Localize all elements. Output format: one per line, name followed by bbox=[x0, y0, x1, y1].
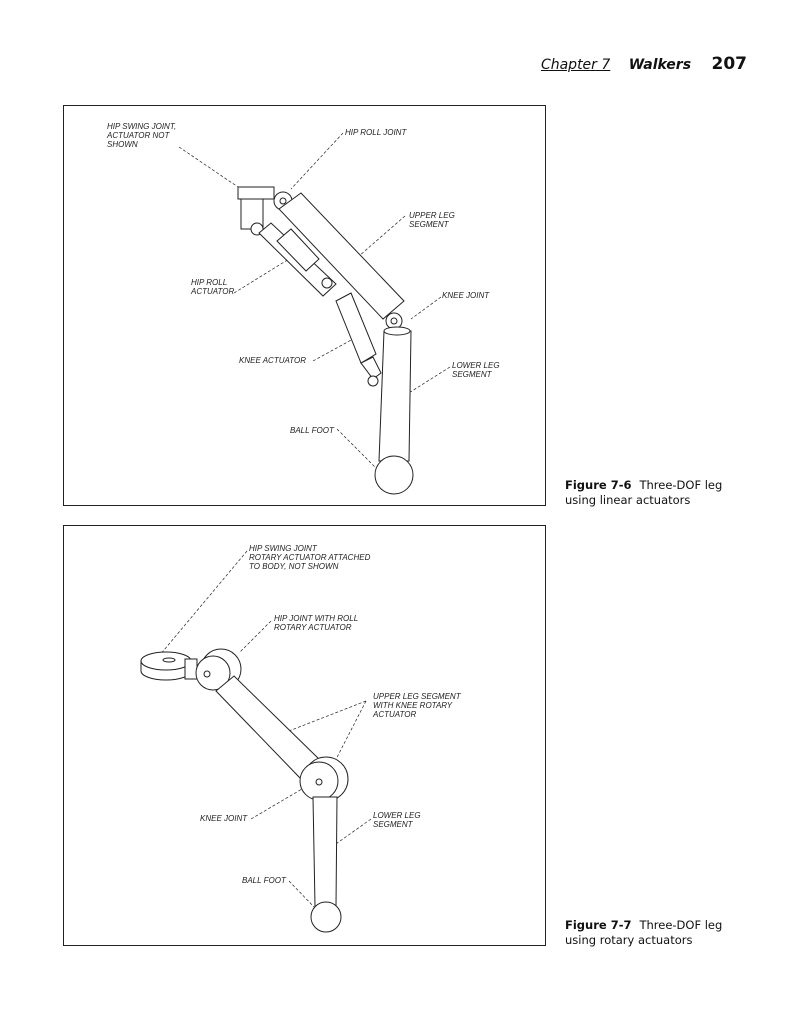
label-lower-leg-segment: LOWER LEG SEGMENT bbox=[373, 811, 421, 829]
label-hip-swing-joint: HIP SWING JOINT, ACTUATOR NOT SHOWN bbox=[107, 122, 177, 149]
label-upper-leg-segment: UPPER LEG SEGMENT bbox=[409, 211, 455, 229]
label-knee-joint: KNEE JOINT bbox=[200, 814, 248, 823]
label-hip-joint-with-roll: HIP JOINT WITH ROLL ROTARY ACTUATOR bbox=[274, 614, 359, 632]
linear-actuator-leg-illustration bbox=[178, 132, 451, 495]
label-hip-swing-joint: HIP SWING JOINT ROTARY ACTUATOR ATTACHED… bbox=[249, 544, 371, 571]
chapter-label: Chapter 7 bbox=[540, 57, 611, 73]
label-lower-leg-segment: LOWER LEG SEGMENT bbox=[452, 361, 500, 379]
label-ball-foot: BALL FOOT bbox=[290, 426, 334, 435]
label-upper-leg-segment: UPPER LEG SEGMENT WITH KNEE ROTARY ACTUA… bbox=[373, 692, 461, 719]
figure-7-6-drawing: HIP SWING JOINT, ACTUATOR NOT SHOWN HIP … bbox=[63, 105, 546, 506]
figure-number: Figure 7-6 bbox=[565, 478, 632, 492]
running-header: Chapter 7 Walkers 207 bbox=[541, 54, 747, 74]
section-label: Walkers bbox=[628, 57, 692, 73]
rotary-actuator-leg-illustration bbox=[140, 550, 372, 933]
label-knee-joint: KNEE JOINT bbox=[442, 291, 490, 300]
caption-text: Three-DOF leg using linear actuators bbox=[565, 478, 723, 507]
label-hip-roll-actuator: HIP ROLL ACTUATOR bbox=[191, 278, 235, 296]
caption-text: Three-DOF leg using rotary actuators bbox=[565, 918, 723, 947]
page-number: 207 bbox=[711, 54, 748, 74]
figure-number: Figure 7-7 bbox=[565, 918, 632, 932]
label-hip-roll-joint: HIP ROLL JOINT bbox=[345, 128, 407, 137]
label-knee-actuator: KNEE ACTUATOR bbox=[239, 356, 306, 365]
label-ball-foot: BALL FOOT bbox=[242, 876, 286, 885]
figure-7-7-drawing: HIP SWING JOINT ROTARY ACTUATOR ATTACHED… bbox=[63, 525, 546, 946]
